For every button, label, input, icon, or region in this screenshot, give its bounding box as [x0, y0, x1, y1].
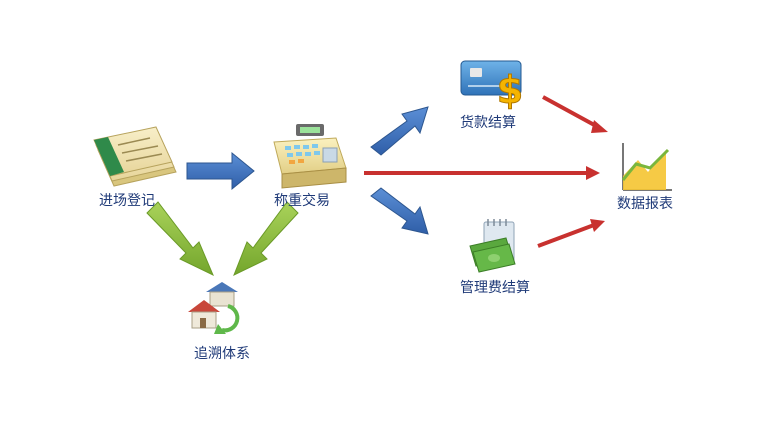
check-document-icon	[93, 126, 177, 187]
arrow-management-fee-to-report	[537, 223, 595, 248]
arrow-payment-to-report-head	[591, 120, 608, 133]
weighing-label: 称重交易	[274, 192, 330, 209]
houses-cycle-icon	[188, 282, 240, 334]
trace-label: 追溯体系	[194, 346, 250, 362]
management-fee-label: 管理费结算	[460, 280, 530, 296]
arrow-registration-to-trace	[146, 201, 214, 277]
payment-label: 货款结算	[460, 114, 516, 131]
registration-label: 进场登记	[99, 193, 155, 209]
report-label: 数据报表	[617, 196, 673, 212]
credit-card-dollar-icon: $	[460, 60, 524, 113]
cash-notebook-icon	[469, 219, 516, 273]
arrow-management-fee-to-report-head	[590, 219, 605, 232]
svg-text:$: $	[497, 68, 523, 112]
arrow-weighing-to-report-head	[586, 166, 600, 180]
arrow-weighing-to-management-fee	[370, 187, 429, 235]
line-chart-icon	[621, 143, 672, 191]
arrow-payment-to-report	[542, 95, 599, 129]
arrow-registration-to-weighing	[186, 151, 255, 191]
cash-register-icon	[273, 124, 347, 189]
arrow-weighing-to-trace	[233, 201, 299, 277]
arrow-weighing-to-payment	[370, 106, 429, 156]
